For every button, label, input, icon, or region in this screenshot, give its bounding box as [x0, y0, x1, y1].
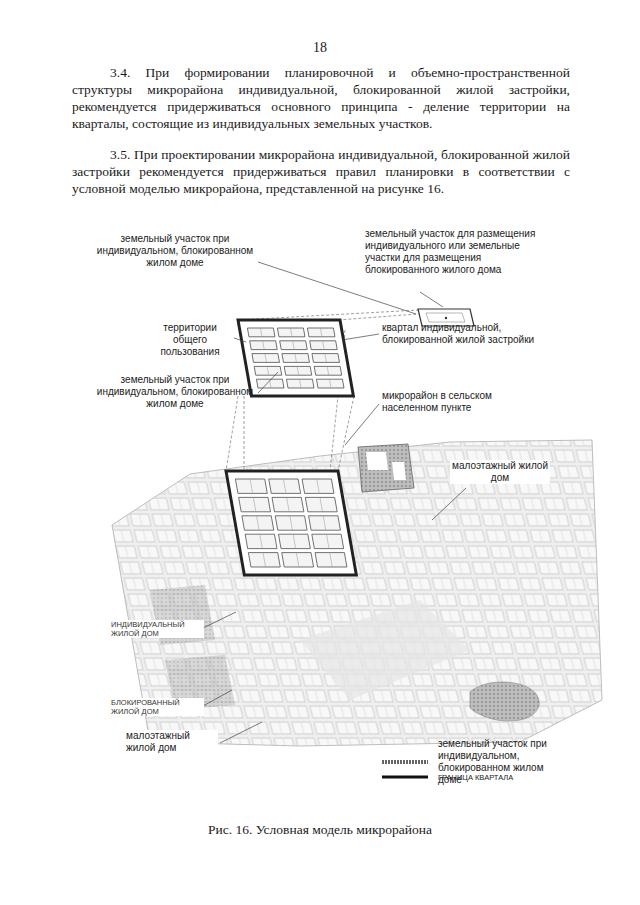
land-parcel [282, 354, 310, 363]
legend-swatch [380, 757, 430, 767]
callout-label: квартал индивидуальной, блокированной жи… [382, 322, 552, 346]
land-parcel [280, 341, 308, 350]
legend-swatch [380, 772, 430, 782]
parcel-divider [283, 479, 286, 493]
land-parcel [305, 497, 337, 511]
land-parcel [248, 553, 280, 567]
parcel-divider [320, 497, 323, 511]
quarter-border [226, 471, 356, 575]
figure-caption: Рис. 16. Условная модель микрорайона [120, 822, 520, 838]
parcel-divider [267, 366, 269, 375]
land-parcel [316, 379, 344, 388]
callout-label: территории общего пользования [148, 322, 232, 358]
parcel-divider [296, 553, 299, 567]
parcel-divider [263, 341, 265, 350]
land-parcel [310, 341, 338, 350]
parcel-divider [290, 328, 292, 337]
parcel-divider [323, 516, 326, 530]
land-parcel [309, 516, 341, 530]
paragraph: 3.4. При формировании планировочной и об… [72, 64, 570, 132]
paragraph: 3.5. При проектировании микрорайона инди… [72, 146, 570, 197]
land-parcel [245, 534, 277, 548]
parcel-divider [295, 354, 297, 363]
callout-label: земельный участок при индивидуальном, бл… [95, 233, 255, 269]
land-parcel [282, 553, 314, 567]
parcel-divider [260, 534, 263, 548]
land-parcel [286, 379, 314, 388]
land-parcel [242, 516, 274, 530]
legend-text: ГРАНИЦА КВАРТАЛА [438, 773, 550, 782]
parcel-divider [297, 366, 299, 375]
callout-label: БЛОКИРОВАННЫЙ ЖИЛОЙ ДОМ [110, 698, 204, 716]
parcel-divider [290, 516, 293, 530]
land-parcel [235, 479, 267, 493]
land-parcel [307, 328, 335, 337]
parcel-divider [327, 366, 329, 375]
land-parcel [278, 534, 310, 548]
parcel-divider [287, 497, 290, 511]
land-parcel [314, 366, 342, 375]
land-parcel [247, 328, 275, 337]
legend-entry: ГРАНИЦА КВАРТАЛА [380, 772, 550, 782]
callout-label: земельный участок при индивидуальном, бл… [95, 374, 255, 410]
parcel-divider [299, 379, 301, 388]
callout-label: ИНДИВИДУАЛЬНЫЙ ЖИЛОЙ ДОМ [110, 620, 204, 638]
parcel-divider [253, 497, 256, 511]
land-parcel [239, 497, 271, 511]
parcel-divider [330, 553, 333, 567]
parcel-divider [329, 379, 331, 388]
land-parcel [269, 479, 301, 493]
land-parcel [315, 553, 347, 567]
parcel-divider [293, 534, 296, 548]
parcel-divider [317, 479, 320, 493]
parcel-divider [326, 534, 329, 548]
land-parcel [254, 366, 282, 375]
land-parcel [277, 328, 305, 337]
land-parcel [275, 516, 307, 530]
parcel-divider [260, 328, 262, 337]
callout-label: микрорайон в сельском населенном пункте [382, 390, 532, 414]
callout-label: малоэтажный жилой дом [126, 730, 218, 754]
quarter-border [238, 320, 353, 396]
land-parcel [284, 366, 312, 375]
parcel-divider [250, 479, 253, 493]
land-parcel [302, 479, 334, 493]
land-parcel [250, 341, 278, 350]
parcel-divider [265, 354, 267, 363]
parcel-divider [325, 354, 327, 363]
land-parcel [272, 497, 304, 511]
parcel-divider [293, 341, 295, 350]
callout-label: малоэтажный жилой дом [450, 460, 550, 484]
callout-label: земельный участок для размещения индивид… [365, 228, 545, 276]
land-parcel [252, 354, 280, 363]
land-parcel [312, 354, 340, 363]
parcel-divider [320, 328, 322, 337]
parcel-divider [323, 341, 325, 350]
parcel-divider [263, 553, 266, 567]
page-number: 18 [300, 40, 340, 56]
parcel-divider [257, 516, 260, 530]
land-parcel [312, 534, 344, 548]
